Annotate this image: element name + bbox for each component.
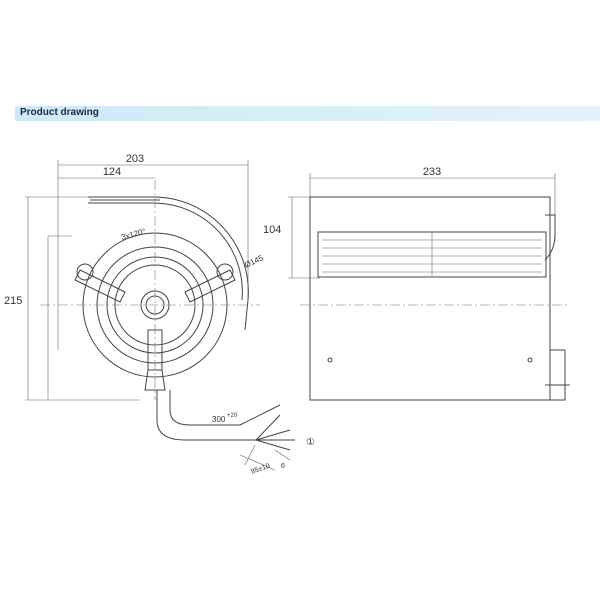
diameter-label: Ø145	[243, 253, 265, 270]
cable-length: 300	[212, 415, 226, 424]
cable-length-tol: +20	[227, 413, 238, 419]
section-header: Product drawing	[15, 106, 600, 121]
strip-length: 85±10	[250, 463, 271, 476]
note-marker: ①	[306, 437, 315, 448]
dim-offset-side: 104	[263, 224, 281, 236]
section-title: Product drawing	[20, 107, 99, 118]
dim-height: 215	[4, 295, 22, 307]
dim-offset: 124	[103, 166, 121, 178]
front-view: 203 124 215 3x120° Ø145 300 +20 85±10 6 …	[4, 153, 315, 476]
angle-label: 3x120°	[120, 227, 146, 242]
strip-end: 6	[281, 463, 285, 470]
side-view: 233 104	[263, 166, 570, 401]
dim-width: 203	[126, 153, 144, 165]
dim-length: 233	[423, 166, 441, 178]
